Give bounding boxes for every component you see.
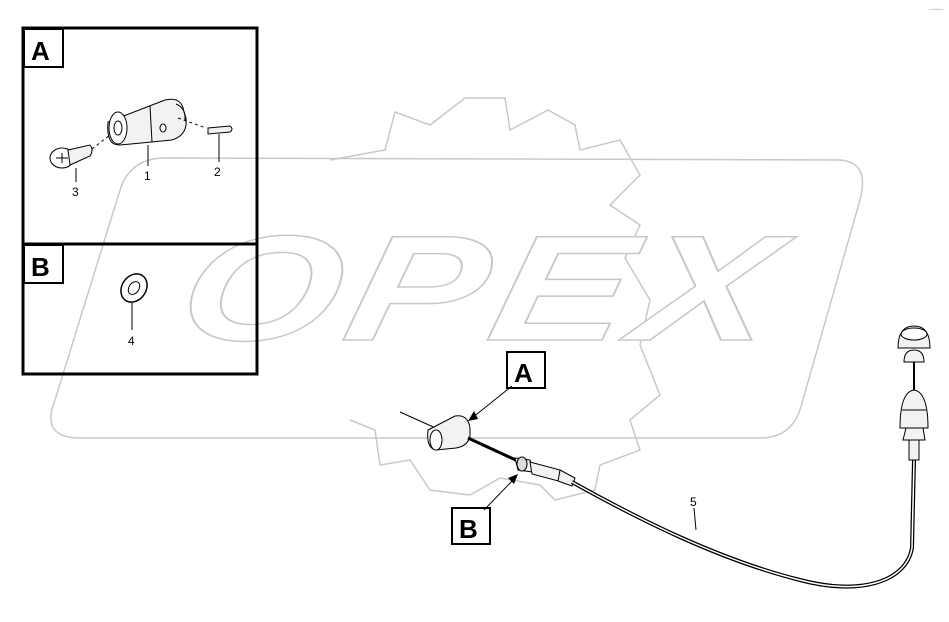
detail-box-b [21, 242, 259, 376]
watermark-gear-outline [329, 97, 661, 501]
cable-assembly: 5 A B [399, 325, 931, 589]
detail-view-a: A 1 2 3 [21, 26, 259, 246]
marker-b-letter: B [459, 514, 478, 544]
callout-4: 4 [128, 334, 135, 348]
letter-box-a [23, 28, 64, 68]
corner-mark: ·—· [928, 4, 945, 15]
callout-5: 5 [690, 495, 697, 509]
cable-front [467, 436, 521, 464]
part-3-screw [49, 134, 111, 169]
part-1-adapter [107, 98, 187, 146]
watermark-frame [50, 157, 864, 439]
watermark-text: OPEX [166, 206, 804, 373]
part-4-washer [120, 273, 148, 303]
cable-fitting [514, 456, 576, 487]
marker-b: B [451, 474, 518, 545]
leader-5 [693, 507, 697, 531]
watermark: OPEX [50, 97, 864, 501]
detail-letter-a: A [31, 36, 50, 66]
letter-box-b [23, 244, 64, 284]
control-head [897, 325, 931, 461]
callout-2: 2 [214, 165, 221, 179]
detail-letter-b: B [31, 252, 50, 282]
callout-3: 3 [72, 185, 79, 199]
marker-a-letter: A [514, 358, 533, 388]
adapter-on-cable [427, 415, 471, 451]
detail-view-b: B 4 [21, 242, 259, 376]
outer-cable [571, 459, 916, 589]
part-2-pin [177, 117, 233, 135]
callout-1: 1 [144, 169, 151, 183]
marker-a: A [468, 351, 546, 421]
